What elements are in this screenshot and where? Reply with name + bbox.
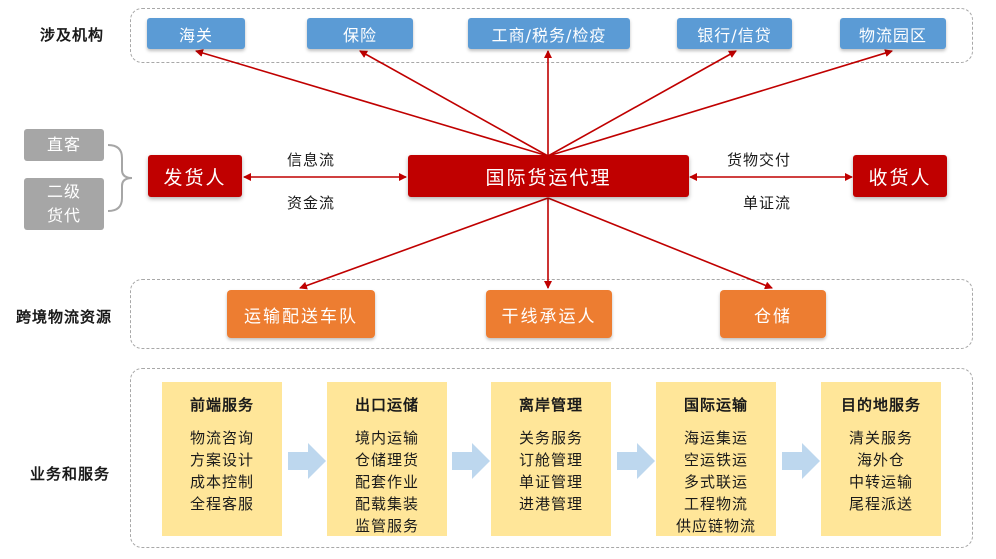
brace [107,144,133,212]
service-item: 多式联运 [683,473,748,491]
resources-group [130,279,973,349]
service-item: 订舱管理 [518,451,583,469]
arrow-to-fleet [299,197,549,290]
row-label-resources: 跨境物流资源 [16,308,113,326]
service-item: 方案设计 [189,451,254,469]
service-item: 仓储理货 [354,451,419,469]
service-card-destination: 目的地服务 清关服务 海外仓 中转运输 尾程派送 [821,382,941,536]
flow-label-goods: 货物交付 [727,151,792,169]
consignee-box: 收货人 [853,155,947,197]
resource-fleet: 运输配送车队 [227,290,375,338]
row-label-institutions: 涉及机构 [40,26,105,44]
shipper-type-sub-forwarder-line2: 货代 [46,206,81,225]
service-item: 全程客服 [189,495,254,513]
resource-trunk-carrier: 干线承运人 [486,290,612,338]
service-item: 关务服务 [518,429,583,447]
service-item: 工程物流 [683,495,748,513]
institution-insurance: 保险 [307,18,413,49]
service-item: 配套作业 [354,473,419,491]
service-card-front-end: 前端服务 物流咨询 方案设计 成本控制 全程客服 [162,382,282,536]
service-flow-arrow-3 [617,443,655,479]
service-item: 监管服务 [354,517,419,535]
resource-warehouse: 仓储 [720,290,826,338]
shipper-type-direct-label: 直客 [46,135,81,154]
institution-customs: 海关 [147,18,245,49]
flow-label-documents: 单证流 [743,194,792,212]
service-card-title: 离岸管理 [518,396,583,414]
service-item: 境内运输 [354,429,419,447]
shipper-type-sub-forwarder: 二级 货代 [24,178,104,230]
institution-logistics-park: 物流园区 [840,18,946,49]
service-flow-arrow-1 [288,443,326,479]
institution-bank-credit: 银行/信贷 [677,18,792,49]
service-item: 中转运输 [848,473,913,491]
shipper-box: 发货人 [148,155,242,197]
institution-commerce-tax-quarantine: 工商/税务/检疫 [468,18,630,49]
service-flow-arrow-2 [452,443,490,479]
service-card-international-transport: 国际运输 海运集运 空运铁运 多式联运 工程物流 供应链物流 [656,382,776,536]
service-item: 单证管理 [518,473,583,491]
service-card-offshore: 离岸管理 关务服务 订舱管理 单证管理 进港管理 [491,382,611,536]
shipper-type-direct: 直客 [24,129,104,161]
arrow-to-insurance [359,50,549,157]
service-item: 供应链物流 [675,517,756,535]
arrow-to-warehouse [547,197,773,290]
service-item: 海外仓 [856,451,905,469]
institutions-group [130,8,973,63]
service-item: 海运集运 [683,429,748,447]
row-label-services: 业务和服务 [30,465,111,483]
service-item: 清关服务 [848,429,913,447]
shipper-type-sub-forwarder-line1: 二级 [46,182,81,201]
service-item: 尾程派送 [848,495,913,513]
service-card-title: 国际运输 [683,396,748,414]
service-item: 成本控制 [189,473,254,491]
service-item: 进港管理 [518,495,583,513]
service-item: 物流咨询 [189,429,254,447]
flow-label-info: 信息流 [287,151,336,169]
service-card-export-storage: 出口运储 境内运输 仓储理货 配套作业 配载集装 监管服务 [327,382,447,536]
services-group [130,368,973,548]
arrow-to-bank [547,50,737,157]
service-card-title: 目的地服务 [840,396,921,414]
service-item: 空运铁运 [683,451,748,469]
forwarder-box: 国际货运代理 [408,155,689,197]
flow-label-capital: 资金流 [287,194,336,212]
service-flow-arrow-4 [782,443,820,479]
service-item: 配载集装 [354,495,419,513]
service-card-title: 出口运储 [354,396,419,414]
arrow-to-customs [195,49,549,157]
service-card-title: 前端服务 [189,396,254,414]
arrow-to-logistics-park [547,49,893,157]
